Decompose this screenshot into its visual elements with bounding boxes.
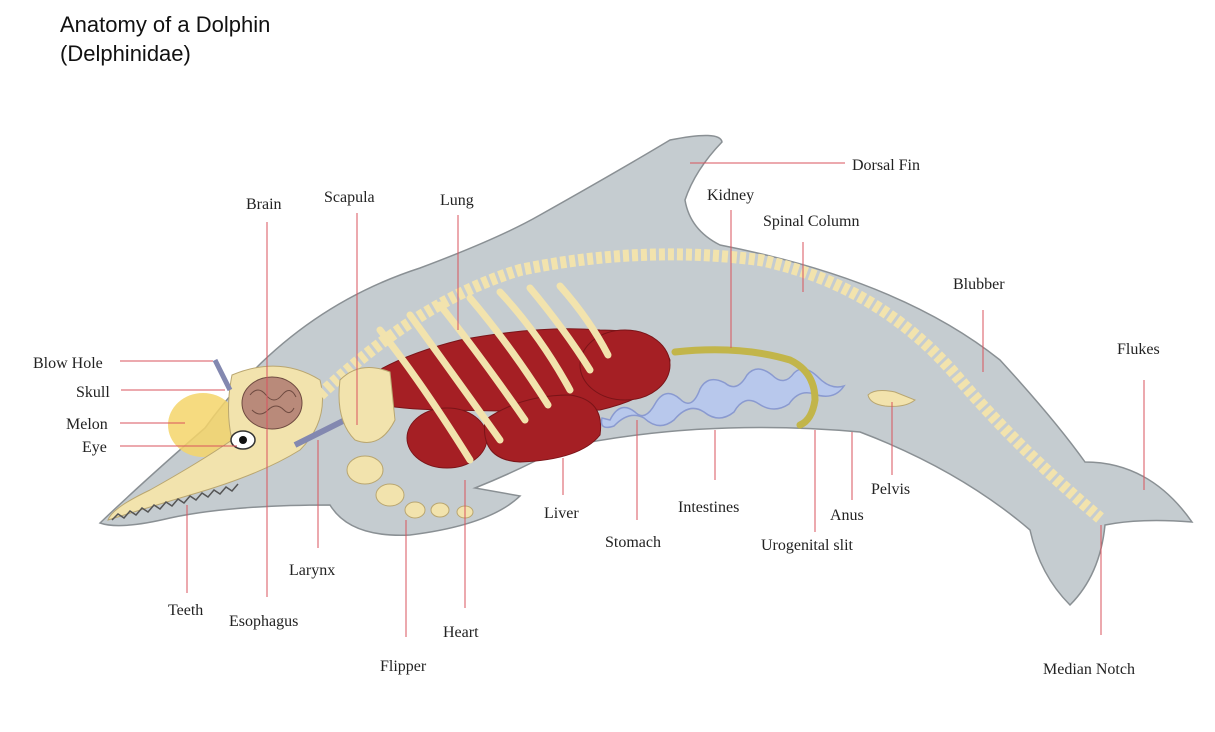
scapula-bone — [338, 367, 396, 443]
leader-lines — [120, 162, 1145, 637]
label-intestines: Intestines — [678, 499, 739, 516]
label-stomach: Stomach — [605, 534, 661, 551]
eye-pupil — [239, 436, 247, 444]
brain-folds — [249, 389, 297, 415]
stomach — [579, 329, 671, 401]
spinal-column — [315, 248, 1104, 523]
label-heart: Heart — [443, 624, 479, 641]
label-median-notch: Median Notch — [1043, 661, 1135, 678]
title-line-2: (Delphinidae) — [60, 41, 191, 66]
label-scapula: Scapula — [324, 189, 375, 206]
pelvis-bone — [867, 390, 916, 407]
label-flukes: Flukes — [1117, 341, 1160, 358]
label-blow-hole: Blow Hole — [33, 355, 103, 372]
brain — [241, 376, 303, 430]
intestines — [600, 368, 846, 429]
label-pelvis: Pelvis — [871, 481, 910, 498]
title-line-1: Anatomy of a Dolphin — [60, 12, 271, 37]
melon — [168, 393, 238, 457]
liver — [483, 394, 602, 463]
label-urogenital-slit: Urogenital slit — [761, 537, 854, 554]
label-skull: Skull — [76, 384, 110, 401]
label-dorsal-fin: Dorsal Fin — [852, 157, 920, 174]
label-blubber: Blubber — [953, 276, 1005, 293]
heart — [406, 407, 488, 469]
label-flipper: Flipper — [380, 658, 427, 675]
kidney — [671, 346, 819, 429]
label-melon: Melon — [66, 416, 108, 433]
label-liver: Liver — [544, 505, 579, 522]
label-teeth: Teeth — [168, 602, 203, 619]
diagram-title: Anatomy of a Dolphin (Delphinidae) — [60, 10, 270, 68]
blowhole-passage — [212, 358, 233, 392]
label-spinal-column: Spinal Column — [763, 213, 859, 230]
label-lung: Lung — [440, 192, 474, 209]
label-eye: Eye — [82, 439, 107, 456]
label-larynx: Larynx — [289, 562, 335, 579]
label-esophagus: Esophagus — [229, 613, 298, 630]
label-brain: Brain — [246, 196, 282, 213]
teeth — [111, 483, 239, 521]
label-anus: Anus — [830, 507, 864, 524]
label-kidney: Kidney — [707, 187, 754, 204]
ribs — [376, 282, 612, 464]
